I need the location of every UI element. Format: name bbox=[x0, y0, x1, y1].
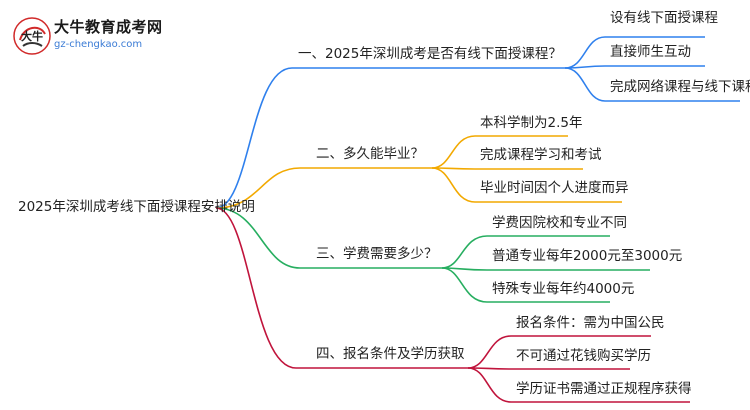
root-to-branch-2-link bbox=[215, 167, 432, 209]
branch-2-leaf-3: 毕业时间因个人进度而异 bbox=[480, 180, 629, 196]
mindmap-root: 2025年深圳成考线下面授课程安排说明 bbox=[18, 199, 255, 215]
branch-4-to-leaf-1-link bbox=[467, 335, 651, 369]
logo-url: gz-chengkao.com bbox=[54, 39, 143, 50]
branch-3-to-leaf-1-link bbox=[441, 235, 610, 269]
logo-mark-icon: 大牛 bbox=[13, 17, 51, 55]
branch-4-to-leaf-2-link bbox=[467, 367, 630, 370]
branch-4-to-leaf-3-link bbox=[467, 367, 690, 403]
branch-4-leaf-2: 不可通过花钱购买学历 bbox=[516, 348, 651, 364]
branch-2-label: 二、多久能毕业？ bbox=[316, 146, 424, 162]
branch-2-to-leaf-2-link bbox=[431, 167, 583, 170]
branch-2-to-leaf-3-link bbox=[431, 167, 622, 203]
branch-1-leaf-2: 直接师生互动 bbox=[610, 44, 691, 60]
branch-3-leaf-2: 普通专业每年2000元至3000元 bbox=[492, 248, 683, 264]
branch-4-leaf-1: 报名条件：需为中国公民 bbox=[516, 315, 665, 331]
site-logo[interactable]: 大牛 大牛教育成考网 gz-chengkao.com bbox=[12, 14, 172, 58]
branch-3-label: 三、学费需要多少？ bbox=[316, 246, 438, 262]
root-to-branch-1-link bbox=[215, 67, 565, 209]
branch-1-to-leaf-2-link bbox=[564, 65, 705, 69]
branch-1-to-leaf-3-link bbox=[564, 67, 740, 102]
root-to-branch-4-link bbox=[215, 207, 468, 369]
branch-2-to-leaf-1-link bbox=[431, 135, 568, 169]
logo-title: 大牛教育成考网 bbox=[54, 18, 163, 36]
branch-1-label: 一、2025年深圳成考是否有线下面授课程？ bbox=[298, 46, 562, 62]
root-to-branch-3-link bbox=[215, 207, 442, 269]
branch-2-leaf-1: 本科学制为2.5年 bbox=[480, 115, 583, 131]
branch-3-to-leaf-3-link bbox=[441, 267, 610, 303]
branch-2-connectors bbox=[215, 135, 622, 209]
branch-4-connectors bbox=[215, 207, 690, 403]
branch-2-leaf-2: 完成课程学习和考试 bbox=[480, 147, 602, 163]
branch-1-connectors bbox=[215, 36, 740, 209]
branch-1-leaf-3: 完成网络课程与线下课程 bbox=[610, 79, 750, 95]
branch-4-leaf-3: 学历证书需通过正规程序获得 bbox=[516, 381, 692, 397]
branch-3-connectors bbox=[215, 207, 650, 303]
branch-3-leaf-1: 学费因院校和专业不同 bbox=[492, 215, 627, 231]
logo-mark-text: 大牛 bbox=[21, 29, 43, 43]
branch-4-label: 四、报名条件及学历获取 bbox=[316, 346, 465, 362]
branch-3-to-leaf-2-link bbox=[441, 267, 650, 271]
branch-3-leaf-3: 特殊专业每年约4000元 bbox=[492, 281, 635, 297]
branch-1-to-leaf-1-link bbox=[564, 36, 705, 69]
branch-1-leaf-1: 设有线下面授课程 bbox=[610, 10, 718, 26]
